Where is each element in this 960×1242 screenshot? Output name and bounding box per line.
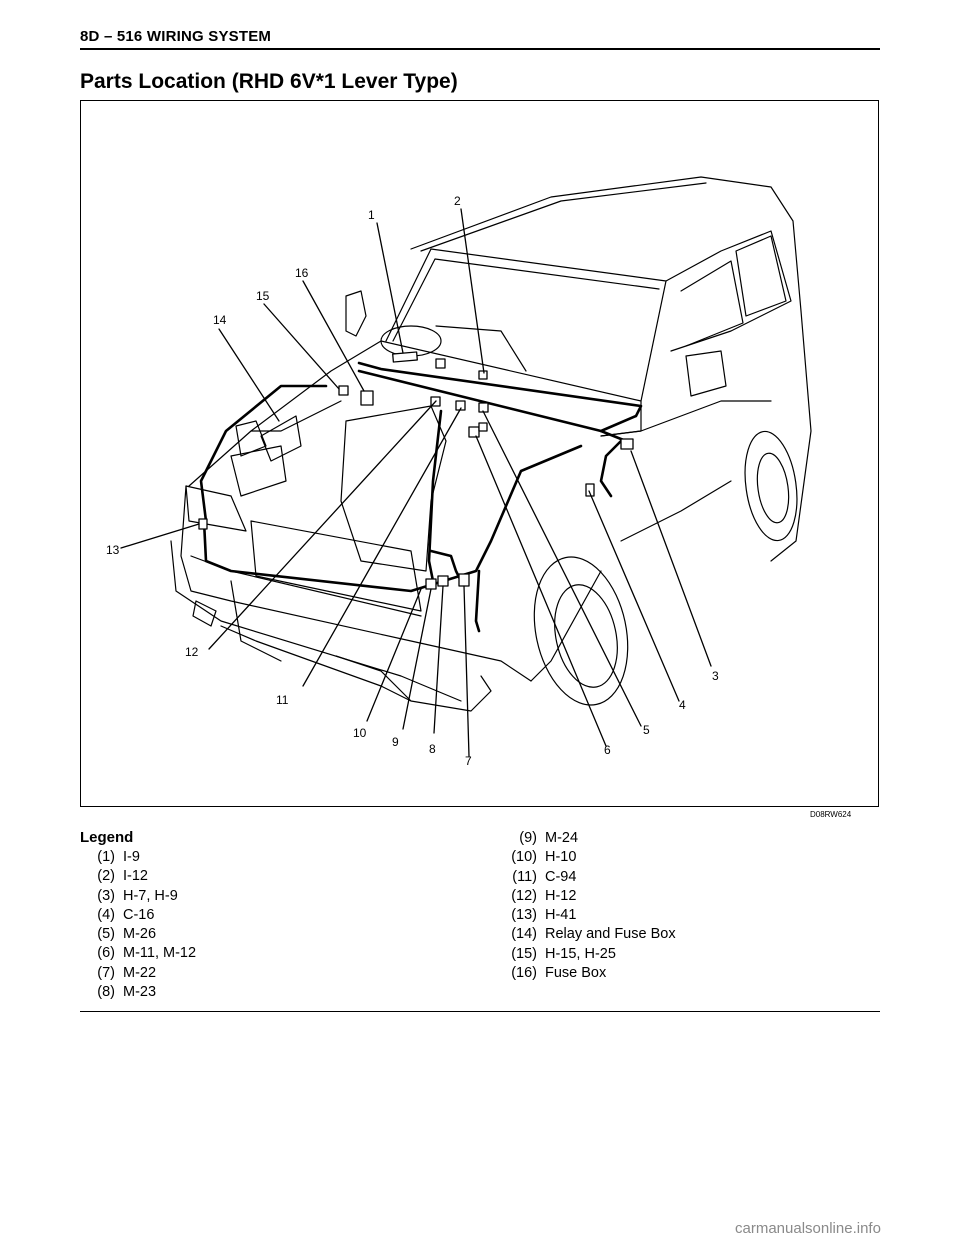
callout-12: 12 bbox=[185, 645, 199, 659]
watermark: carmanualsonline.info bbox=[735, 1220, 881, 1237]
legend-item: (15)H-15, H-25 bbox=[511, 945, 616, 962]
callout-5: 5 bbox=[643, 723, 650, 737]
callout-10: 10 bbox=[353, 726, 367, 740]
vehicle-body-drawing bbox=[170, 176, 812, 712]
callout-6: 6 bbox=[604, 743, 611, 757]
legend-item: (8)M-23 bbox=[97, 984, 157, 1001]
callout-13: 13 bbox=[106, 543, 120, 557]
footer-divider bbox=[80, 1011, 880, 1012]
legend-item: (14)Relay and Fuse Box bbox=[511, 926, 676, 943]
callout-2: 2 bbox=[454, 194, 461, 208]
legend-item: (16)Fuse Box bbox=[511, 965, 607, 982]
legend-item: (11)C-94 bbox=[512, 868, 577, 885]
vehicle-wiring-illustration: 1 2 3 4 5 6 7 8 9 10 11 12 13 14 15 16 bbox=[106, 176, 812, 768]
callout-3: 3 bbox=[712, 669, 719, 683]
connector-symbols bbox=[198, 351, 634, 590]
callout-9: 9 bbox=[392, 735, 399, 749]
header-divider bbox=[80, 48, 880, 50]
section-header: 8D – 516 WIRING SYSTEM bbox=[80, 28, 272, 45]
callout-leader-lines bbox=[120, 208, 712, 757]
legend-item: (13)H-41 bbox=[511, 907, 577, 924]
callout-7: 7 bbox=[465, 754, 472, 768]
callout-labels: 1 2 3 4 5 6 7 8 9 10 11 12 13 14 15 16 bbox=[106, 194, 719, 768]
legend-column-right: (9)M-24 (10)H-10 (11)C-94 (12)H-12 (13)H… bbox=[502, 829, 676, 983]
callout-14: 14 bbox=[213, 313, 227, 327]
legend-item: (7)M-22 bbox=[97, 964, 157, 981]
callout-4: 4 bbox=[679, 698, 686, 712]
callout-8: 8 bbox=[429, 742, 436, 756]
legend-item: (10)H-10 bbox=[511, 849, 577, 866]
legend-item: (4)C-16 bbox=[97, 906, 155, 923]
legend-heading: Legend bbox=[80, 829, 134, 846]
legend-column-left: (1)I-9 (2)I-12 (3)H-7, H-9 (4)C-16 (5)M-… bbox=[89, 848, 196, 1002]
figure-code: D08RW624 bbox=[810, 810, 852, 819]
legend-item: (5)M-26 bbox=[97, 926, 157, 943]
legend-item: (1)I-9 bbox=[97, 849, 140, 865]
parts-location-figure: 1 2 3 4 5 6 7 8 9 10 11 12 13 14 15 16 bbox=[80, 100, 879, 807]
page-title: Parts Location (RHD 6V*1 Lever Type) bbox=[80, 70, 458, 93]
legend-item: (12)H-12 bbox=[511, 887, 577, 904]
callout-16: 16 bbox=[295, 266, 309, 280]
legend-item: (6)M-11, M-12 bbox=[97, 945, 197, 962]
callout-15: 15 bbox=[256, 289, 270, 303]
legend-item: (2)I-12 bbox=[97, 868, 148, 885]
callout-1: 1 bbox=[368, 208, 375, 222]
legend-item: (9)M-24 bbox=[519, 830, 579, 846]
legend-item: (3)H-7, H-9 bbox=[97, 887, 178, 904]
callout-11: 11 bbox=[276, 693, 289, 707]
